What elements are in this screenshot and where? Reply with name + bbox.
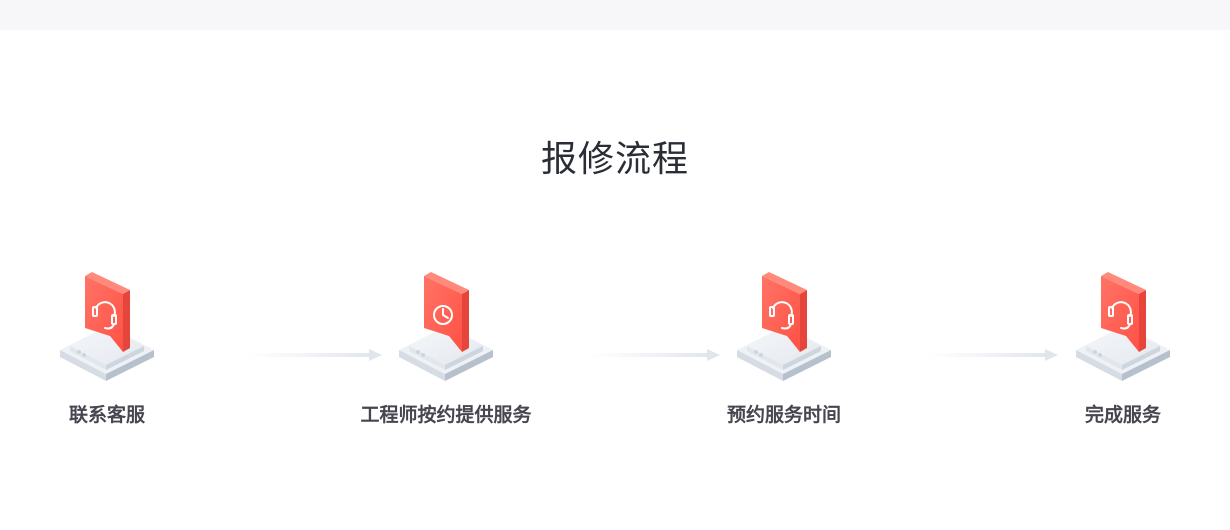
step-label: 预约服务时间 <box>726 404 841 426</box>
process-step-schedule-time: 预约服务时间 <box>674 268 894 438</box>
headset-icon <box>737 272 831 381</box>
process-step-engineer-service: 工程师按约提供服务 <box>336 268 556 438</box>
step-label: 联系客服 <box>68 404 145 426</box>
headset-icon <box>60 272 154 381</box>
process-step-contact-service: 联系客服 <box>0 268 217 438</box>
page-title: 报修流程 <box>540 139 689 181</box>
headset-icon <box>1076 272 1170 381</box>
top-band <box>0 0 1230 30</box>
process-step-complete-service: 完成服务 <box>1013 268 1230 438</box>
arrow-right-icon <box>926 349 1058 361</box>
clock-icon <box>399 272 493 381</box>
arrow-right-icon <box>245 349 382 361</box>
arrow-right-icon <box>588 349 720 361</box>
step-label: 工程师按约提供服务 <box>360 404 532 426</box>
step-label: 完成服务 <box>1084 404 1161 426</box>
